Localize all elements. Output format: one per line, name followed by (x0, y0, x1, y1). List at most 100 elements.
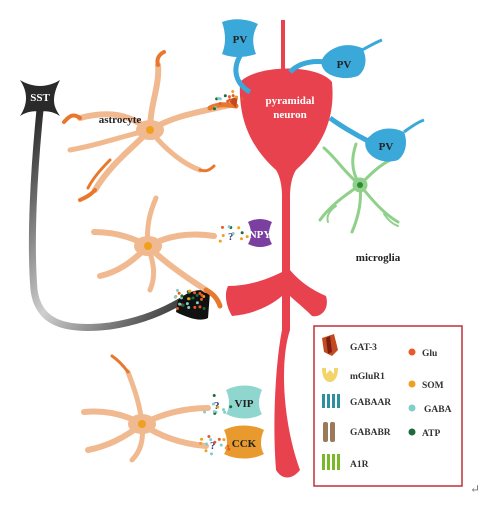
molecule-dot (178, 302, 182, 306)
molecule-dot (216, 405, 220, 409)
molecule-dot (199, 441, 203, 445)
som-dot-icon (408, 380, 416, 388)
molecule-dot (200, 297, 204, 301)
vip-neuron: VIP (226, 385, 262, 419)
gaba-dot-icon (408, 404, 416, 412)
molecule-dot (213, 440, 217, 444)
molecule-dot (202, 307, 206, 311)
mglur1-icon (322, 368, 338, 382)
molecule-dot (220, 225, 224, 229)
molecule-dot (227, 95, 231, 99)
pv-label-right-bottom: PV (379, 141, 394, 153)
molecule-dot (219, 443, 223, 447)
pyramidal-neuron: pyramidal neuron (225, 20, 333, 478)
molecule-dot (240, 237, 244, 241)
molecule-dot (175, 307, 179, 311)
molecule-dot (222, 408, 226, 412)
npy-neuron: NPY (248, 219, 272, 247)
molecule-dot (212, 394, 216, 398)
molecule-dot (241, 97, 245, 101)
molecule-dot (205, 442, 209, 446)
molecule-dot (237, 226, 241, 230)
gabaar-icon (322, 394, 340, 408)
gat3-icon (322, 334, 338, 356)
molecule-dot (180, 294, 184, 298)
molecule-dots (173, 90, 249, 456)
sst-neuron: SST (20, 80, 210, 331)
molecule-dot (187, 297, 191, 301)
pv-neuron-right-bottom: PV (328, 115, 425, 162)
molecule-dot (231, 94, 235, 98)
astrocyte-label: astrocyte (99, 114, 142, 126)
pyramidal-label-line1: pyramidal (266, 95, 315, 107)
pyramidal-label-line2: neuron (273, 109, 306, 121)
molecule-dot (231, 90, 235, 94)
molecule-dot (203, 410, 207, 414)
molecule-dot (187, 305, 191, 309)
molecule-dot (223, 94, 227, 98)
molecule-dot (212, 410, 216, 414)
molecule-dot (218, 239, 222, 243)
molecule-dot (200, 437, 204, 441)
a1r-icon (322, 454, 340, 470)
molecule-dot (213, 107, 217, 111)
molecule-dot (217, 96, 221, 100)
sst-label: SST (30, 92, 50, 104)
vip-label: VIP (235, 398, 254, 410)
molecule-dot (195, 293, 199, 297)
pv-neuron-left: PV (222, 19, 258, 95)
pv-label-right-top: PV (337, 59, 352, 71)
legend-label-glu: Glu (422, 349, 438, 359)
microglia-label: microglia (356, 252, 401, 264)
molecule-dot (209, 438, 213, 442)
molecule-dot (221, 234, 225, 238)
molecule-dot (231, 232, 235, 236)
molecule-dot (181, 303, 185, 307)
molecule-dot (226, 99, 230, 103)
molecule-dot (198, 305, 202, 309)
sst-soma (20, 80, 60, 116)
molecule-dot (245, 235, 249, 239)
astrocyte-middle (91, 195, 223, 309)
molecule-dot (177, 291, 181, 295)
legend-label-gabaar: GABAAR (350, 398, 391, 408)
molecule-dot (195, 301, 199, 305)
molecule-dot (227, 225, 231, 229)
molecule-dot (198, 291, 202, 295)
pv-neuron-right-top: PV (288, 38, 383, 79)
legend-label-a1r: A1R (350, 460, 369, 470)
npy-label: NPY (249, 229, 272, 241)
question-mark-cck: ? (210, 440, 216, 452)
molecule-dot (207, 435, 211, 439)
molecule-dot (218, 101, 222, 105)
molecule-dot (210, 452, 214, 456)
molecule-dot (228, 98, 232, 102)
end-mark: ↵ (470, 482, 480, 496)
astrocyte-top (62, 50, 239, 202)
molecule-dot (175, 288, 179, 292)
question-mark-npy: ? (228, 231, 234, 243)
molecule-dot (188, 289, 192, 293)
astrocyte-bottom (81, 354, 211, 463)
glu-dot-icon (408, 348, 416, 356)
legend-label-gaba: GABA (424, 405, 452, 415)
legend-label-atp: ATP (422, 429, 440, 439)
molecule-dot (227, 447, 231, 451)
legend-label-gat3: GAT-3 (350, 343, 377, 353)
legend-label-mglur1: mGluR1 (350, 372, 385, 382)
molecule-dot (223, 410, 227, 414)
molecule-dot (191, 296, 195, 300)
molecule-dot (173, 295, 177, 299)
pv-label-left: PV (233, 34, 248, 46)
cck-label: CCK (232, 438, 257, 450)
molecule-dot (224, 446, 228, 450)
atp-dot-icon (408, 428, 416, 436)
molecule-dot (234, 95, 238, 99)
legend: GAT-3 mGluR1 GABAAR GABABR A1R Glu SOM G… (313, 325, 463, 487)
legend-label-gababr: GABABR (350, 428, 391, 438)
molecule-dot (211, 402, 215, 406)
molecule-dot (229, 405, 233, 409)
molecule-dot (193, 305, 197, 309)
molecule-dot (204, 449, 208, 453)
